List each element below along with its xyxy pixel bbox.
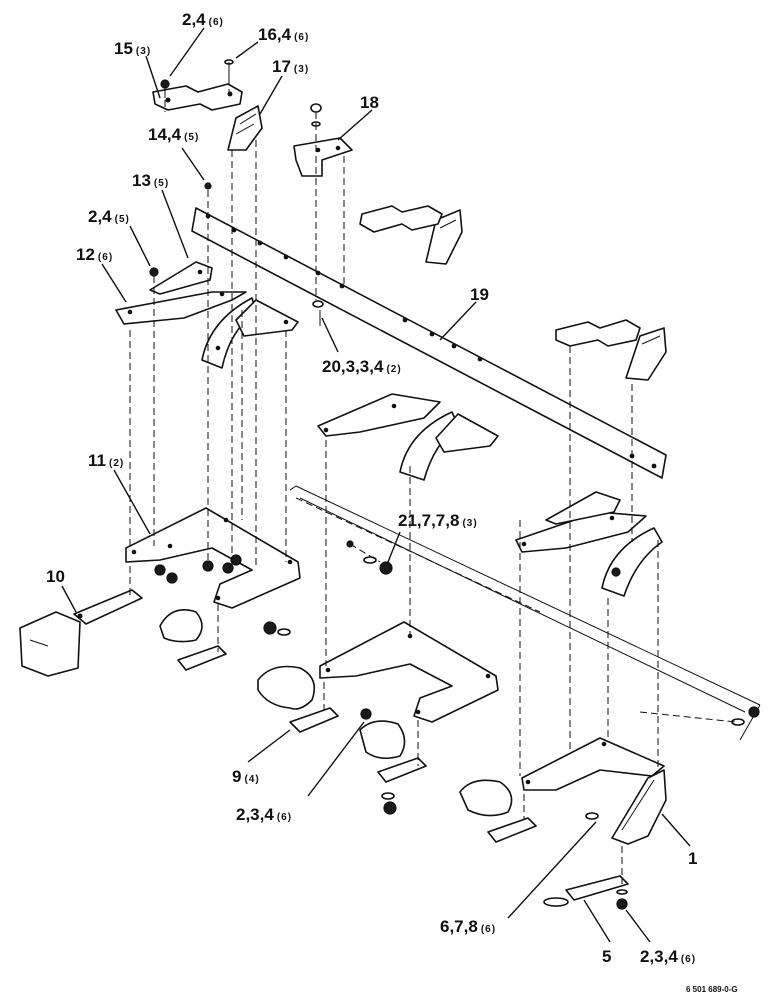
callout-labels: 2,4(6) 16,4(6) 15(3) 17(3) 18 14,4(5) 13… — [46, 10, 697, 966]
callout-17: 17(3) — [272, 57, 309, 76]
clamp-plate-part-15 — [152, 83, 243, 111]
callout-9: 9(4) — [232, 767, 260, 786]
guard-plate-right — [515, 491, 663, 597]
callout-14-4: 14,4(5) — [148, 125, 199, 144]
callout-2-3-4-center: 2,3,4(6) — [236, 805, 292, 824]
bent-bracket-middle — [425, 209, 463, 265]
lower-frame — [289, 485, 761, 741]
leader-lines — [61, 27, 691, 943]
block-left — [19, 611, 81, 677]
callout-2-4-mid: 2,4(5) — [88, 207, 130, 226]
callout-2-4-top: 2,4(6) — [182, 10, 224, 29]
plate-part-5 — [543, 875, 629, 907]
wear-pad-right — [459, 779, 537, 843]
bolt-top-left — [160, 79, 170, 98]
mount-bracket-center — [319, 621, 499, 723]
mount-bracket-right — [521, 737, 665, 791]
guard-plate-part-13 — [149, 261, 213, 295]
plate-part-10 — [73, 589, 143, 625]
callout-20-3-3-4: 20,3,3,4(2) — [322, 357, 402, 376]
wear-pad-part-9 — [257, 665, 339, 733]
document-number: 6 501 689-0-G — [686, 985, 738, 994]
callout-19: 19 — [470, 285, 489, 304]
wear-pad-left — [159, 609, 227, 671]
callout-18: 18 — [360, 93, 379, 112]
clamp-plate-right — [555, 319, 641, 347]
fasteners — [149, 182, 760, 910]
callout-2-3-4-bottom: 2,3,4(6) — [640, 947, 696, 966]
callout-11: 11(2) — [88, 451, 124, 470]
mount-bracket-part-11 — [125, 507, 301, 609]
callout-1: 1 — [688, 849, 697, 868]
support-bar-part-19 — [191, 207, 667, 479]
bent-bracket-part-17 — [227, 105, 263, 151]
clamp-plate-middle — [359, 205, 443, 233]
curved-shoe-left — [201, 297, 299, 369]
callout-21-7-7-8: 21,7,7,8(3) — [398, 511, 478, 530]
bent-bracket-right — [625, 327, 667, 381]
callout-6-7-8: 6,7,8(6) — [440, 917, 496, 936]
callout-5: 5 — [602, 947, 611, 966]
angle-bracket-part-18 — [293, 103, 353, 177]
callout-16-4: 16,4(6) — [258, 25, 309, 44]
callout-10: 10 — [46, 567, 65, 586]
callout-13: 13(5) — [132, 171, 169, 190]
skid-shoe-part-1 — [611, 769, 667, 845]
bolt-top-right — [224, 59, 234, 78]
assembly-lines — [129, 78, 737, 884]
guard-plate-center — [317, 393, 499, 481]
wear-pad-center — [359, 720, 427, 783]
callout-12: 12(6) — [76, 245, 113, 264]
callout-15: 15(3) — [114, 39, 151, 58]
